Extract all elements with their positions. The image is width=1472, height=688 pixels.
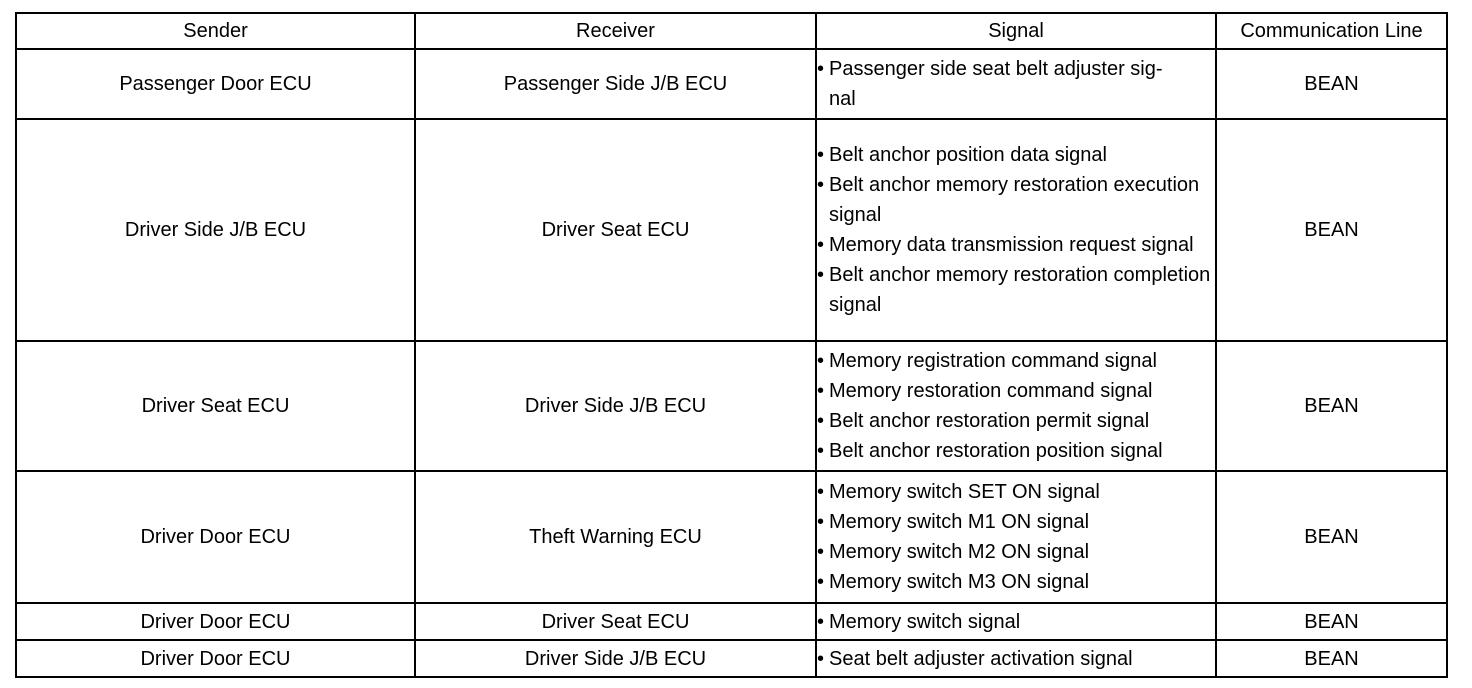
signal-text: Belt anchor memory restoration completio… bbox=[829, 264, 1211, 316]
signal-text: Memory registration command signal bbox=[829, 350, 1157, 372]
signal-text: Belt anchor restoration permit signal bbox=[829, 410, 1150, 432]
signal-text: Belt anchor restoration position signal bbox=[829, 440, 1163, 462]
table-row: Driver Side J/B ECU Driver Seat ECU •Bel… bbox=[15, 118, 1448, 342]
signal-text: Memory switch SET ON signal bbox=[829, 481, 1100, 503]
sender-cell: Driver Door ECU bbox=[15, 602, 416, 641]
signal-item: •Memory data transmission request signal bbox=[817, 230, 1215, 260]
bullet-icon: • bbox=[817, 58, 825, 80]
communication-line-cell: BEAN bbox=[1215, 118, 1448, 342]
signal-text: Memory data transmission request signal bbox=[829, 234, 1194, 256]
signal-cell: •Passenger side seat belt adjuster sig- … bbox=[815, 48, 1217, 120]
communication-line-cell: BEAN bbox=[1215, 639, 1448, 678]
signal-list: •Seat belt adjuster activation signal bbox=[817, 644, 1215, 674]
receiver-cell: Passenger Side J/B ECU bbox=[414, 48, 817, 120]
receiver-cell: Driver Seat ECU bbox=[414, 118, 817, 342]
signal-item: •Belt anchor memory restoration completi… bbox=[817, 260, 1215, 320]
communication-line-cell: BEAN bbox=[1215, 48, 1448, 120]
communication-line-cell: BEAN bbox=[1215, 602, 1448, 641]
bullet-icon: • bbox=[817, 511, 825, 533]
sender-cell: Driver Side J/B ECU bbox=[15, 118, 416, 342]
signal-item: •Memory switch M2 ON signal bbox=[817, 537, 1215, 567]
signal-item: •Passenger side seat belt adjuster sig- … bbox=[817, 54, 1215, 114]
signal-item: •Memory restoration command signal bbox=[817, 376, 1215, 406]
header-sender: Sender bbox=[15, 12, 416, 50]
signal-text: Passenger side seat belt adjuster sig- n… bbox=[829, 58, 1163, 110]
bullet-icon: • bbox=[817, 440, 825, 462]
bullet-icon: • bbox=[817, 541, 825, 563]
signal-item: •Memory switch signal bbox=[817, 607, 1215, 637]
bullet-icon: • bbox=[817, 410, 825, 432]
signal-item: •Memory switch M3 ON signal bbox=[817, 567, 1215, 597]
signal-cell: •Seat belt adjuster activation signal bbox=[815, 639, 1217, 678]
bullet-icon: • bbox=[817, 481, 825, 503]
table-row: Driver Door ECU Theft Warning ECU •Memor… bbox=[15, 470, 1448, 604]
signal-item: •Memory switch SET ON signal bbox=[817, 477, 1215, 507]
signal-cell: •Memory registration command signal •Mem… bbox=[815, 340, 1217, 472]
signal-item: •Belt anchor position data signal bbox=[817, 140, 1215, 170]
communication-table: Sender Receiver Signal Communication Lin… bbox=[15, 12, 1448, 678]
signal-item: •Memory registration command signal bbox=[817, 346, 1215, 376]
sender-cell: Driver Seat ECU bbox=[15, 340, 416, 472]
bullet-icon: • bbox=[817, 144, 825, 166]
signal-text: Memory switch signal bbox=[829, 610, 1021, 633]
receiver-cell: Driver Side J/B ECU bbox=[414, 639, 817, 678]
signal-text: Memory switch M2 ON signal bbox=[829, 541, 1090, 563]
signal-text: Memory switch M1 ON signal bbox=[829, 511, 1090, 533]
bullet-icon: • bbox=[817, 380, 825, 402]
receiver-cell: Driver Seat ECU bbox=[414, 602, 817, 641]
communication-line-cell: BEAN bbox=[1215, 470, 1448, 604]
signal-text: Memory switch M3 ON signal bbox=[829, 571, 1090, 593]
signal-list: •Passenger side seat belt adjuster sig- … bbox=[817, 54, 1215, 114]
signal-cell: •Memory switch signal bbox=[815, 602, 1217, 641]
table-row: Driver Seat ECU Driver Side J/B ECU •Mem… bbox=[15, 340, 1448, 472]
signal-text: Belt anchor memory restoration execution… bbox=[829, 174, 1200, 226]
signal-cell: •Memory switch SET ON signal •Memory swi… bbox=[815, 470, 1217, 604]
header-communication-line: Communication Line bbox=[1215, 12, 1448, 50]
signal-list: •Memory switch signal bbox=[817, 607, 1215, 637]
signal-list: •Belt anchor position data signal •Belt … bbox=[817, 140, 1215, 320]
signal-item: •Belt anchor memory restoration executio… bbox=[817, 170, 1215, 230]
receiver-cell: Theft Warning ECU bbox=[414, 470, 817, 604]
header-receiver: Receiver bbox=[414, 12, 817, 50]
bullet-icon: • bbox=[817, 610, 825, 633]
signal-cell: •Belt anchor position data signal •Belt … bbox=[815, 118, 1217, 342]
signal-list: •Memory switch SET ON signal •Memory swi… bbox=[817, 477, 1215, 597]
signal-text: Seat belt adjuster activation signal bbox=[829, 647, 1133, 670]
signal-item: •Seat belt adjuster activation signal bbox=[817, 644, 1215, 674]
receiver-cell: Driver Side J/B ECU bbox=[414, 340, 817, 472]
table-body: Passenger Door ECU Passenger Side J/B EC… bbox=[15, 48, 1448, 678]
table-row: Driver Door ECU Driver Side J/B ECU •Sea… bbox=[15, 639, 1448, 678]
table-row: Driver Door ECU Driver Seat ECU •Memory … bbox=[15, 602, 1448, 641]
bullet-icon: • bbox=[817, 174, 825, 196]
sender-cell: Passenger Door ECU bbox=[15, 48, 416, 120]
bullet-icon: • bbox=[817, 647, 825, 670]
signal-list: •Memory registration command signal •Mem… bbox=[817, 346, 1215, 466]
bullet-icon: • bbox=[817, 264, 825, 286]
signal-text: Belt anchor position data signal bbox=[829, 144, 1107, 166]
header-row: Sender Receiver Signal Communication Lin… bbox=[15, 12, 1448, 50]
bullet-icon: • bbox=[817, 234, 825, 256]
signal-item: •Belt anchor restoration permit signal bbox=[817, 406, 1215, 436]
bullet-icon: • bbox=[817, 571, 825, 593]
communication-line-cell: BEAN bbox=[1215, 340, 1448, 472]
header-signal: Signal bbox=[815, 12, 1217, 50]
sender-cell: Driver Door ECU bbox=[15, 639, 416, 678]
signal-item: •Belt anchor restoration position signal bbox=[817, 436, 1215, 466]
table-row: Passenger Door ECU Passenger Side J/B EC… bbox=[15, 48, 1448, 120]
signal-text: Memory restoration command signal bbox=[829, 380, 1153, 402]
bullet-icon: • bbox=[817, 350, 825, 372]
sender-cell: Driver Door ECU bbox=[15, 470, 416, 604]
signal-item: •Memory switch M1 ON signal bbox=[817, 507, 1215, 537]
